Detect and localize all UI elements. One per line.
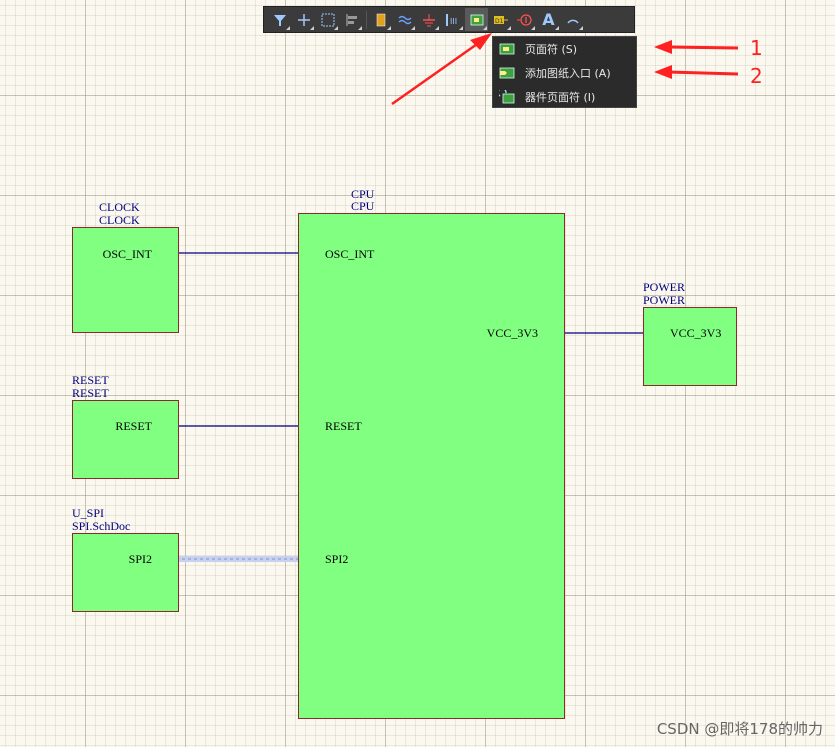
sheet-symbol-icon (499, 43, 515, 55)
menu-item-label: 器件页面符 (I) (525, 91, 596, 104)
clock-designator: CLOCK (99, 200, 140, 214)
clock-filename: CLOCK (99, 213, 140, 227)
no-erc-icon[interactable] (513, 8, 536, 31)
clock-entry-label: OSC_INT (102, 247, 152, 261)
cpu-entry-reset: RESET (325, 419, 362, 433)
annotation-number-1: 1 (750, 36, 763, 60)
cpu-filename: CPU (351, 199, 375, 213)
part-icon[interactable] (369, 8, 392, 31)
arc-icon[interactable] (561, 8, 584, 31)
cpu-designator: CPU (351, 187, 375, 201)
power-entry-label: VCC_3V3 (670, 326, 722, 340)
sheet-power[interactable]: VCC_3V3 (643, 307, 737, 386)
active-bar-toolbar: III D1 A (263, 6, 635, 33)
sheet-cpu[interactable]: OSC_INT RESET SPI2 VCC_3V3 (298, 213, 565, 719)
menu-item-label: 添加图纸入口 (A) (525, 67, 611, 80)
menu-item-add-sheet-entry[interactable]: 添加图纸入口 (A) (493, 61, 636, 85)
text-icon[interactable]: A (537, 8, 560, 31)
reset-designator: RESET (72, 373, 109, 387)
text-glyph: A (542, 9, 555, 29)
sheet-entry-icon (499, 67, 515, 79)
menu-item-sheet-symbol[interactable]: 页面符 (S) (493, 37, 636, 61)
cpu-entry-spi2: SPI2 (325, 552, 349, 566)
bus-icon[interactable] (393, 8, 416, 31)
power-designator: POWER (643, 280, 685, 294)
ground-icon[interactable] (417, 8, 440, 31)
select-rect-icon[interactable] (316, 8, 339, 31)
net-label-icon[interactable]: D1 (489, 8, 512, 31)
align-icon[interactable] (340, 8, 363, 31)
power-filename: POWER (643, 293, 685, 307)
reset-entry-label: RESET (115, 419, 152, 433)
port-bar-icon[interactable]: III (441, 8, 464, 31)
sheet-symbol-icon[interactable] (465, 8, 488, 31)
menu-item-label: 页面符 (S) (525, 43, 578, 56)
svg-text:III: III (450, 17, 457, 26)
sheet-reset[interactable]: RESET (72, 400, 179, 479)
sheet-symbol-menu: 页面符 (S) 添加图纸入口 (A) 器件页面符 (I) (492, 36, 637, 108)
spi-designator: U_SPI (72, 506, 105, 520)
annotation-number-2: 2 (750, 64, 763, 88)
menu-item-device-sheet-symbol[interactable]: 器件页面符 (I) (493, 85, 636, 109)
cpu-entry-osc-int: OSC_INT (325, 247, 375, 261)
sheet-clock[interactable]: OSC_INT (72, 227, 179, 333)
watermark: CSDN @即将178的帅力 (656, 720, 823, 738)
svg-text:D1: D1 (495, 18, 504, 25)
reset-filename: RESET (72, 386, 109, 400)
cpu-entry-vcc-3v3: VCC_3V3 (486, 326, 538, 340)
filter-icon[interactable] (268, 8, 291, 31)
spi-entry-label: SPI2 (128, 552, 152, 566)
spi-filename: SPI.SchDoc (72, 519, 131, 533)
cross-icon[interactable] (292, 8, 315, 31)
device-sheet-icon (499, 90, 515, 104)
sheet-spi[interactable]: SPI2 (72, 533, 179, 612)
